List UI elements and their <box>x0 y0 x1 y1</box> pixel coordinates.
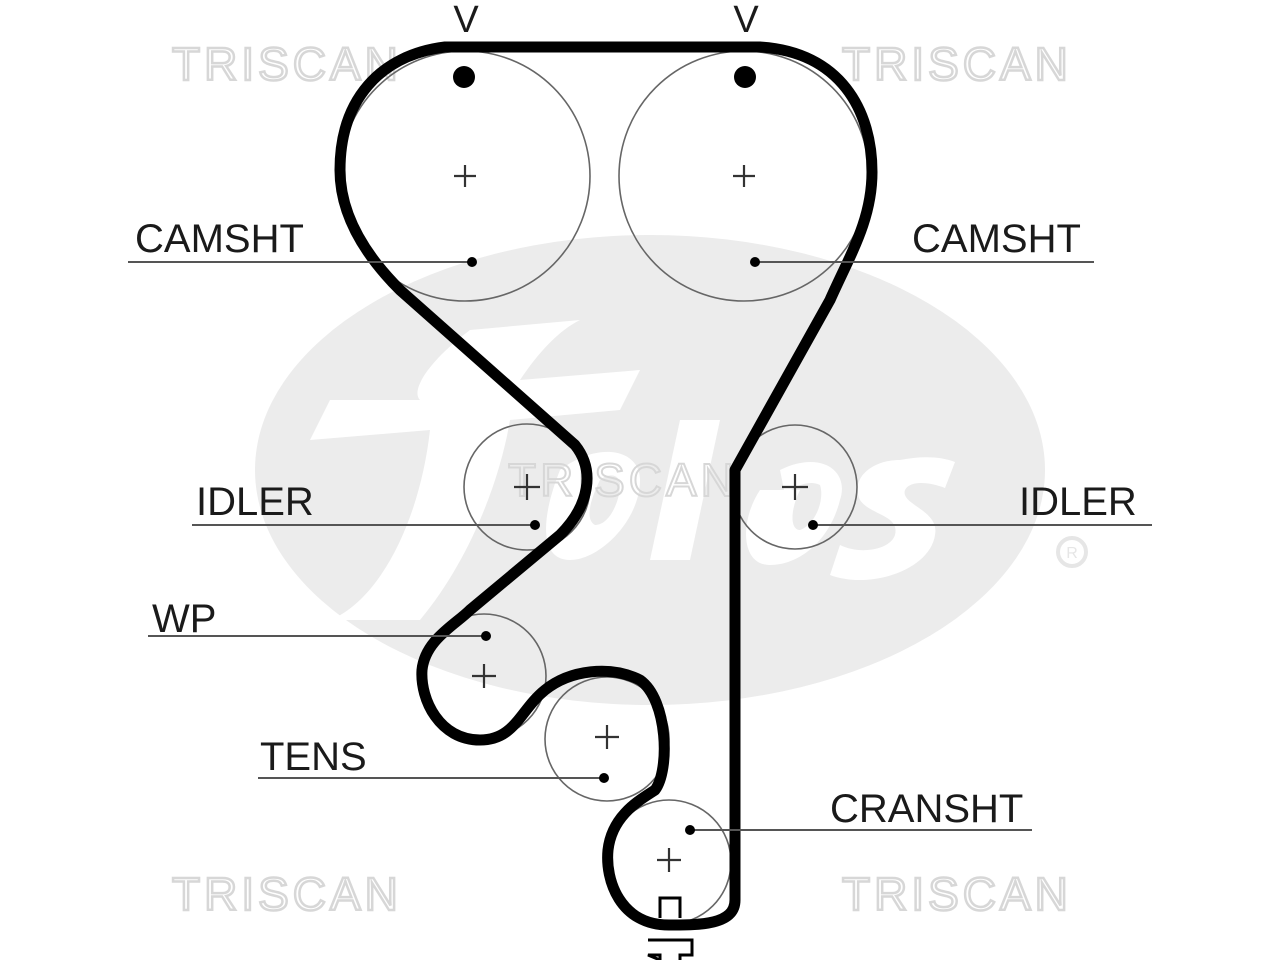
timing-mark-left: V <box>453 0 479 41</box>
crankshaft-key-icon <box>647 896 694 960</box>
label-idler-left: IDLER <box>196 480 314 524</box>
watermark-top-right: TRISCAN <box>842 38 1072 90</box>
watermark-center: TRISCAN <box>508 454 738 506</box>
watermark-top-left: TRISCAN <box>172 38 402 90</box>
label-crankshaft: CRANSHT <box>830 787 1023 831</box>
label-water-pump: WP <box>152 597 216 641</box>
watermark-bottom-left: TRISCAN <box>172 868 402 920</box>
timing-dot-left <box>453 66 475 88</box>
watermark-bottom-right: TRISCAN <box>842 868 1072 920</box>
timing-mark-right: V <box>733 0 759 41</box>
timing-dot-right <box>734 66 756 88</box>
timing-belt <box>334 41 878 931</box>
leader-lines <box>128 257 1152 835</box>
label-camshaft-right: CAMSHT <box>912 217 1081 261</box>
label-camshaft-left: CAMSHT <box>135 217 304 261</box>
pulley-center-crosses <box>454 165 808 872</box>
gates-logo-watermark: R <box>255 235 1088 705</box>
registered-mark: R <box>1066 545 1078 562</box>
label-tensioner: TENS <box>260 735 367 779</box>
label-idler-right: IDLER <box>1019 480 1137 524</box>
